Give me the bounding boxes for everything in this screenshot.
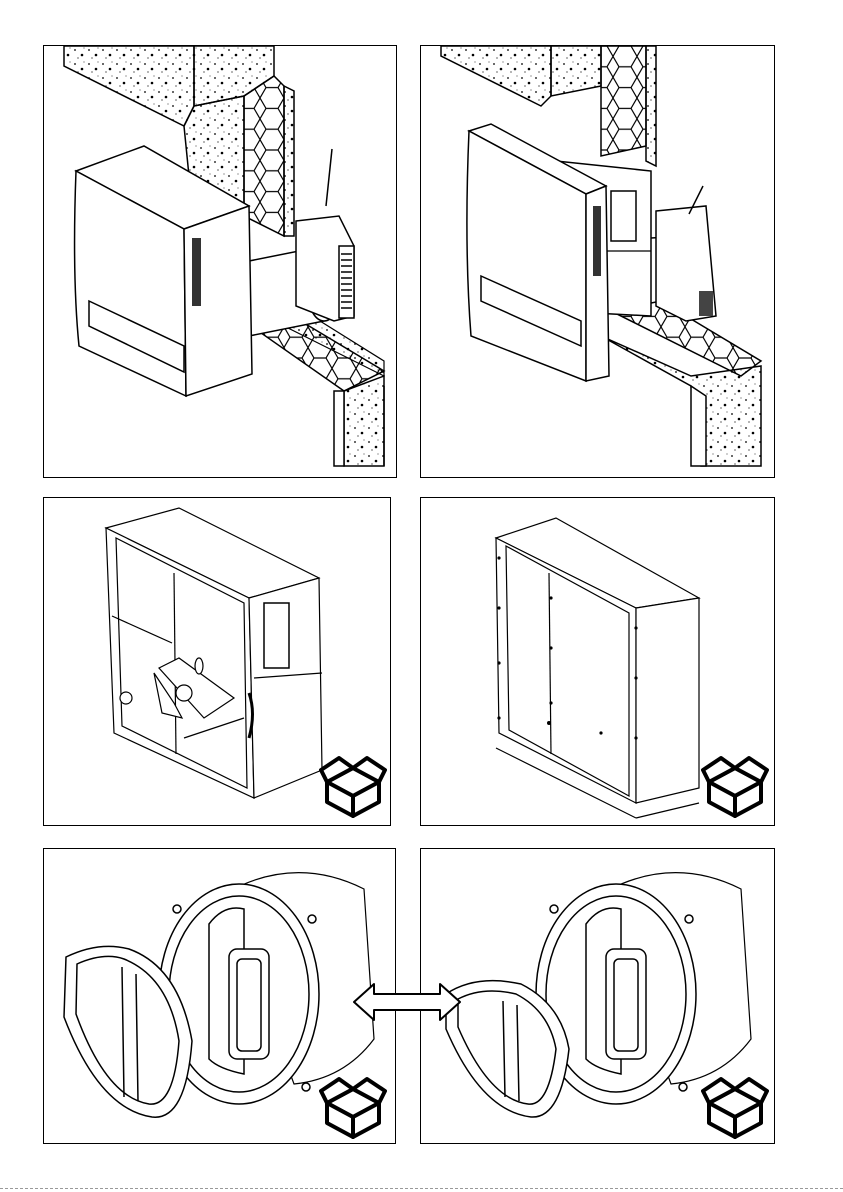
- outer-grille: [296, 149, 354, 321]
- panel-round-duct-ring-alt: [420, 848, 775, 1144]
- panel-mounting-box: [43, 497, 391, 826]
- installation-drawing-round: [44, 46, 397, 478]
- page-cut-line: [0, 1188, 843, 1189]
- mounting-frame: [496, 518, 699, 818]
- outer-grille: [656, 186, 716, 321]
- ventilation-unit: [467, 124, 609, 381]
- panel-wall-unit-round-duct: [43, 45, 397, 478]
- wall-bottom: [601, 301, 761, 466]
- panel-mounting-frame: [420, 497, 775, 826]
- wall-bottom: [244, 311, 384, 466]
- box-icon: [701, 1071, 769, 1139]
- mounting-box: [106, 508, 322, 798]
- panel-round-duct-ring: [43, 848, 396, 1144]
- installation-drawing-square: [421, 46, 775, 478]
- double-arrow-icon: [352, 980, 462, 1024]
- panel-wall-unit-square-sleeve: [420, 45, 775, 478]
- box-icon: [319, 1071, 387, 1139]
- box-icon: [319, 750, 387, 818]
- box-icon: [701, 750, 769, 818]
